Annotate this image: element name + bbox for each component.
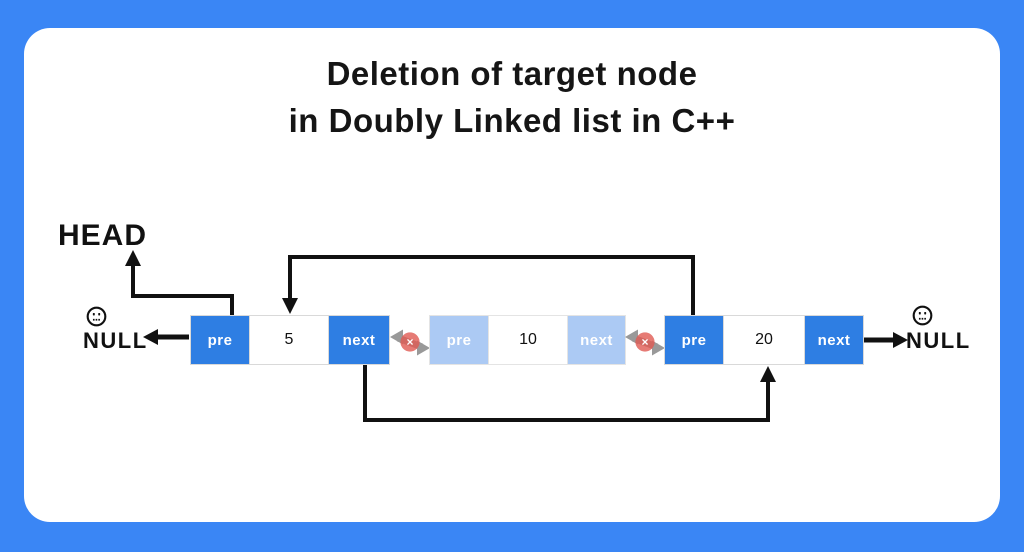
null-label-left: NULL <box>83 328 148 353</box>
delete-cross-icon: × <box>635 332 655 352</box>
title-line-1: Deletion of target node <box>326 55 698 92</box>
list-node-1: pre 5 next <box>190 315 390 365</box>
list-node-2-target: pre 10 next <box>429 315 626 365</box>
svg-text:×: × <box>406 335 413 349</box>
severed-link-2: × <box>625 329 665 356</box>
neutral-face-icon <box>912 305 933 326</box>
node1-next-cell: next <box>329 316 389 364</box>
page-title: Deletion of target node in Doubly Linked… <box>0 50 1024 144</box>
node2-pre-cell: pre <box>430 316 488 364</box>
node1-pre-cell: pre <box>191 316 249 364</box>
node2-next-cell: next <box>568 316 625 364</box>
list-node-3: pre 20 next <box>664 315 864 365</box>
node3-next-cell: next <box>805 316 863 364</box>
node2-value-cell: 10 <box>488 316 568 364</box>
node3-pre-cell: pre <box>665 316 723 364</box>
severed-link-1: × <box>390 329 430 356</box>
head-label: HEAD <box>58 219 148 252</box>
delete-cross-icon: × <box>400 332 420 352</box>
node1-value-cell: 5 <box>249 316 329 364</box>
null-label-right: NULL <box>906 328 971 353</box>
title-line-2: in Doubly Linked list in C++ <box>288 102 736 139</box>
neutral-face-icon <box>86 306 107 327</box>
svg-text:×: × <box>641 335 648 349</box>
node3-value-cell: 20 <box>723 316 805 364</box>
